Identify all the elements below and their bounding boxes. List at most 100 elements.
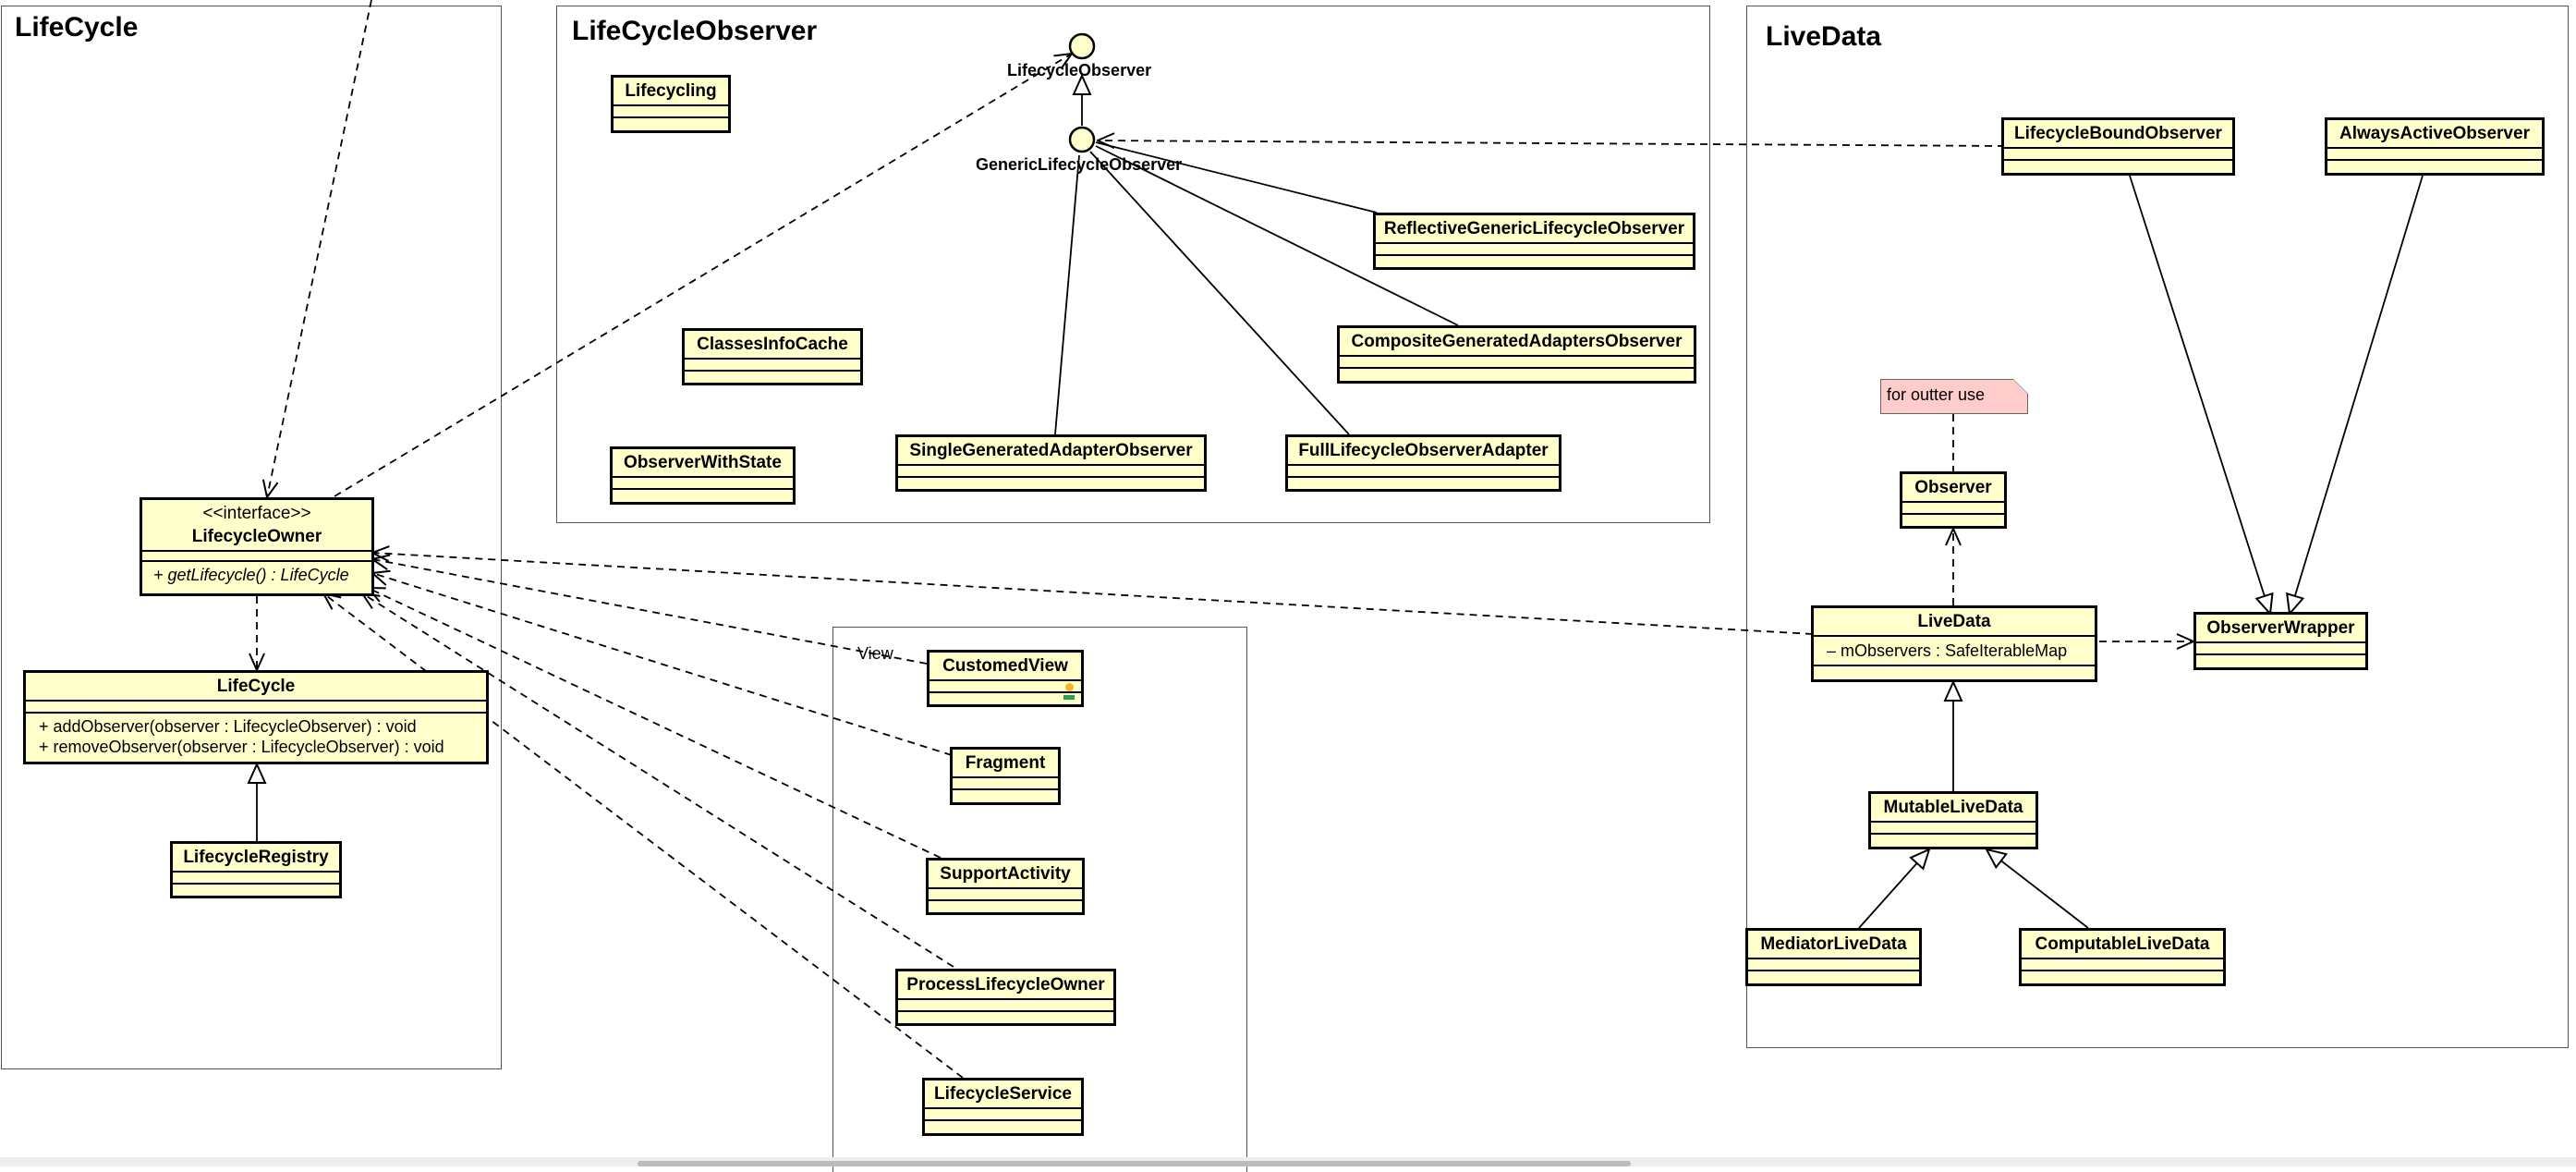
class-name: ClassesInfoCache: [697, 335, 848, 354]
class-fragment[interactable]: Fragment: [950, 747, 1061, 805]
class-name: LifecycleService: [934, 1084, 1072, 1104]
interface-lifecycle-observer[interactable]: LifecycleObserver: [1007, 61, 1152, 79]
class-name: ObserverWrapper: [2206, 618, 2355, 638]
class-lifecycle-service[interactable]: LifecycleService: [922, 1078, 1084, 1136]
attribute-compartment: [614, 104, 728, 116]
class-name: LiveData: [1917, 612, 1991, 631]
method-compartment: [613, 488, 793, 502]
class-customed-view[interactable]: CustomedView: [927, 650, 1084, 707]
class-name: Lifecycling: [625, 81, 717, 101]
class-name: SingleGeneratedAdapterObserver: [909, 441, 1193, 460]
attribute-compartment: [2196, 641, 2365, 653]
scrollbar-thumb[interactable]: [638, 1161, 1631, 1166]
method-compartment: [898, 1010, 1113, 1023]
class-lifecycle-owner[interactable]: <<interface>> LifecycleOwner + getLifecy…: [140, 497, 374, 596]
attribute-compartment: [898, 464, 1204, 476]
method-compartment: [1288, 476, 1559, 489]
class-name: SupportActivity: [940, 864, 1071, 884]
note-for-outter-use[interactable]: for outter use: [1880, 379, 2028, 414]
class-name: MutableLiveData: [1883, 798, 2023, 817]
class-name: LifecycleRegistry: [183, 848, 329, 867]
method-compartment: [1376, 254, 1693, 267]
method-compartment: [2004, 159, 2232, 173]
class-name: LifecycleBoundObserver: [2014, 124, 2222, 143]
package-title: LifeCycle: [15, 12, 139, 43]
class-support-activity[interactable]: SupportActivity: [926, 858, 1085, 915]
package-livedata[interactable]: LiveData: [1746, 6, 2569, 1048]
note-text: for outter use: [1887, 385, 1986, 404]
attribute-compartment: [1871, 821, 2035, 833]
class-lifecycle[interactable]: LifeCycle + addObserver(observer : Lifec…: [23, 670, 489, 764]
class-name: ObserverWithState: [624, 453, 782, 472]
method-compartment: [1748, 970, 1919, 983]
class-name: Fragment: [965, 753, 1046, 773]
method-compartment: [2196, 653, 2365, 667]
class-reflective-generic-lifecycle-observer[interactable]: ReflectiveGenericLifecycleObserver: [1373, 213, 1695, 270]
class-single-generated-adapter-observer[interactable]: SingleGeneratedAdapterObserver: [895, 434, 1207, 492]
attribute-compartment: [930, 679, 1081, 691]
class-lifecycle-registry[interactable]: LifecycleRegistry: [170, 841, 342, 898]
method-compartment: [925, 1119, 1081, 1133]
method-compartment: [930, 691, 1081, 704]
note-fold-icon: [2013, 379, 2028, 394]
class-mediator-livedata[interactable]: MediatorLiveData: [1745, 928, 1922, 986]
class-name: CompositeGeneratedAdaptersObserver: [1351, 332, 1683, 351]
method-compartment: [173, 883, 339, 896]
class-lifecycling[interactable]: Lifecycling: [611, 75, 731, 133]
class-computable-livedata[interactable]: ComputableLiveData: [2019, 928, 2226, 986]
attribute-compartment: [2327, 147, 2542, 159]
attribute-compartment: [142, 550, 371, 560]
class-name: ProcessLifecycleOwner: [906, 975, 1105, 995]
class-always-active-observer[interactable]: AlwaysActiveObserver: [2325, 117, 2545, 176]
method-marker-icon: [1063, 695, 1075, 700]
attribute-compartment: [953, 776, 1058, 788]
class-mutable-livedata[interactable]: MutableLiveData: [1868, 791, 2038, 849]
attribute-compartment: [2022, 958, 2223, 970]
class-process-lifecycle-owner[interactable]: ProcessLifecycleOwner: [895, 969, 1116, 1026]
class-full-lifecycle-observer-adapter[interactable]: FullLifecycleObserverAdapter: [1285, 434, 1561, 492]
package-title: LifeCycleObserver: [572, 16, 818, 46]
method-compartment: + addObserver(observer : LifecycleObserv…: [26, 712, 486, 760]
stereotype-label: <<interface>>: [202, 504, 311, 523]
method-compartment: [929, 899, 1082, 912]
method-compartment: [1340, 367, 1694, 381]
class-name: ComputableLiveData: [2035, 934, 2210, 954]
class-composite-generated-adapters-observer[interactable]: CompositeGeneratedAdaptersObserver: [1337, 325, 1696, 384]
class-classes-info-cache[interactable]: ClassesInfoCache: [682, 328, 863, 385]
package-title: LiveData: [1766, 21, 1882, 52]
class-name: AlwaysActiveObserver: [2339, 124, 2530, 143]
package-title: View: [857, 644, 893, 663]
method-compartment: [953, 788, 1058, 802]
attribute-compartment: [1288, 464, 1559, 476]
method-compartment: [898, 476, 1204, 489]
method-compartment: [2022, 970, 2223, 983]
method-compartment: [614, 116, 728, 130]
class-observer[interactable]: Observer: [1900, 471, 2007, 529]
method-get-lifecycle: + getLifecycle() : LifeCycle: [142, 560, 371, 588]
attribute-compartment: [26, 700, 486, 712]
attribute-compartment: [1902, 501, 2004, 513]
attribute-compartment: [173, 871, 339, 883]
class-lifecycle-bound-observer[interactable]: LifecycleBoundObserver: [2001, 117, 2235, 176]
method-add-observer: + addObserver(observer : LifecycleObserv…: [39, 717, 417, 736]
attribute-compartment: [1376, 242, 1693, 254]
class-observer-with-state[interactable]: ObserverWithState: [610, 446, 796, 505]
attribute-compartment: [1748, 958, 1919, 970]
attribute-compartment: [1340, 355, 1694, 367]
attribute-marker-icon: [1065, 683, 1074, 691]
attribute-compartment: [898, 998, 1113, 1010]
method-compartment: [1871, 833, 2035, 847]
method-compartment: [685, 370, 860, 383]
method-compartment: [1902, 513, 2004, 526]
class-observer-wrapper[interactable]: ObserverWrapper: [2193, 612, 2368, 670]
attribute-compartment: [613, 476, 793, 488]
attribute-compartment: [929, 887, 1082, 899]
class-name: ReflectiveGenericLifecycleObserver: [1383, 219, 1685, 238]
class-name: Observer: [1914, 478, 1992, 497]
interface-generic-lifecycle-observer[interactable]: GenericLifecycleObserver: [976, 155, 1183, 174]
attribute-m-observers: – mObservers : SafeIterableMap: [1814, 635, 2095, 665]
class-livedata[interactable]: LiveData – mObservers : SafeIterableMap: [1811, 605, 2097, 682]
class-name: FullLifecycleObserverAdapter: [1298, 441, 1549, 460]
attribute-compartment: [685, 358, 860, 370]
